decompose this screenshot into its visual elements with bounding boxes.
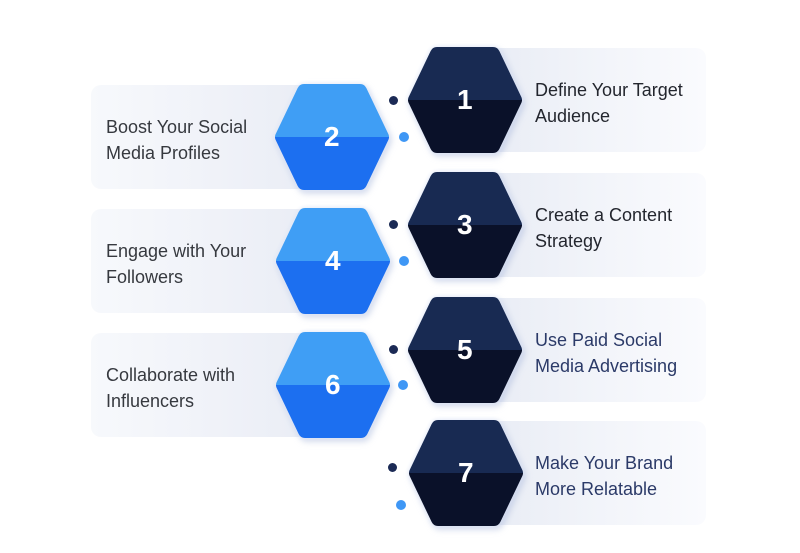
step-6-label: Collaborate with Influencers (106, 362, 281, 414)
connector-dot-blue (399, 256, 409, 266)
step-2-hexagon (275, 84, 389, 190)
connector-dot-navy (389, 96, 398, 105)
step-4-number: 4 (324, 245, 342, 276)
step-3-label-line2: Strategy (535, 231, 603, 251)
step-6-label-line2: Influencers (106, 391, 195, 411)
step-2-number: 2 (323, 121, 341, 152)
step-5-label-line2: Media Advertising (535, 356, 678, 376)
connector-dot-navy (389, 345, 398, 354)
step-7-label: Make Your Brand More Relatable (535, 450, 720, 502)
step-7-number: 7 (457, 457, 475, 488)
step-2-label-line1: Boost Your Social (106, 117, 248, 137)
step-6-hexagon (276, 332, 390, 438)
step-3-label: Create a Content Strategy (535, 202, 720, 254)
step-4-label-line2: Followers (106, 267, 184, 287)
step-4-hexagon (276, 208, 390, 314)
connector-dot-navy (389, 220, 398, 229)
step-3-hexagon (408, 172, 522, 278)
step-3-label-line1: Create a Content (535, 205, 673, 225)
step-5-label: Use Paid Social Media Advertising (535, 327, 720, 379)
step-3-number: 3 (456, 209, 474, 240)
step-1-label-line2: Audience (535, 106, 611, 126)
step-4-label-line1: Engage with Your (106, 241, 247, 261)
step-2-label-line2: Media Profiles (106, 143, 221, 163)
step-7-label-line1: Make Your Brand (535, 453, 674, 473)
step-2-label: Boost Your Social Media Profiles (106, 114, 281, 166)
step-1-number: 1 (456, 84, 474, 115)
step-1-label-line1: Define Your Target (535, 80, 683, 100)
connector-dot-blue (396, 500, 406, 510)
step-1-label: Define Your Target Audience (535, 77, 720, 129)
step-6-label-line1: Collaborate with (106, 365, 236, 385)
step-7-hexagon (409, 420, 523, 526)
step-4-label: Engage with Your Followers (106, 238, 281, 290)
step-5-hexagon (408, 297, 522, 403)
step-5-number: 5 (456, 334, 474, 365)
step-6-number: 6 (324, 369, 342, 400)
connector-dot-blue (398, 380, 408, 390)
step-1-hexagon (408, 47, 522, 153)
step-5-label-line1: Use Paid Social (535, 330, 663, 350)
connector-dot-blue (399, 132, 409, 142)
step-7-label-line2: More Relatable (535, 479, 658, 499)
connector-dot-navy (388, 463, 397, 472)
